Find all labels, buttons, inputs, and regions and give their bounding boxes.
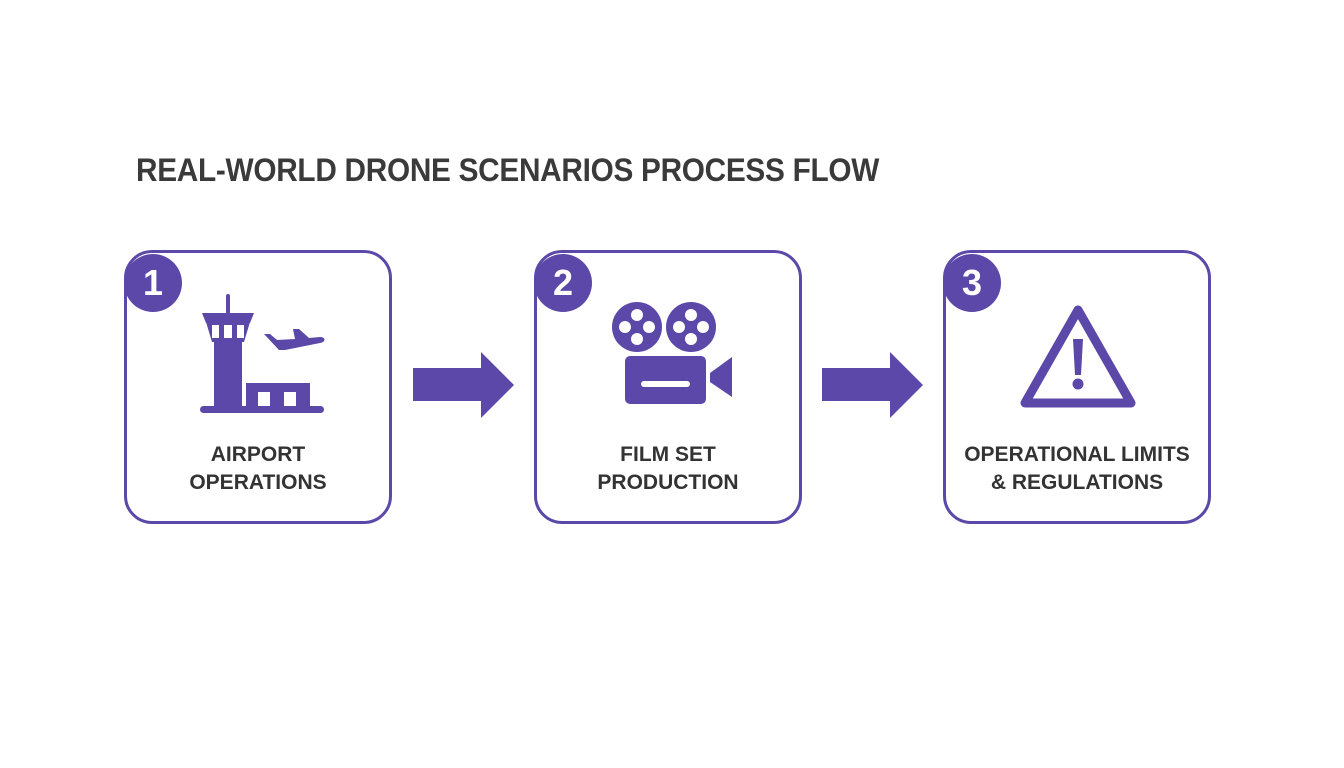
arrow-right-icon — [413, 352, 514, 418]
step-label: OPERATIONAL LIMITS & REGULATIONS — [964, 443, 1190, 494]
step-number-badge: 1 — [124, 254, 182, 312]
step-film-set-production: 2 FILM SET PRODUCTION — [534, 250, 802, 524]
step-operational-limits-regulations: 3 OPERATIONAL LIMITS & REGULATIONS — [943, 250, 1211, 524]
diagram-title: REAL-WORLD DRONE SCENARIOS PROCESS FLOW — [136, 152, 880, 188]
warning-triangle-icon — [1020, 305, 1136, 408]
arrow-right-icon — [822, 352, 923, 418]
step-number-badge: 2 — [534, 254, 592, 312]
step-number-badge: 3 — [943, 254, 1001, 312]
film-camera-icon — [612, 302, 732, 404]
step-label: FILM SET PRODUCTION — [597, 443, 739, 494]
step-airport-operations: 1 AIRPORT OPERATIONS — [124, 250, 392, 524]
airport-tower-icon — [200, 294, 325, 413]
step-label: AIRPORT OPERATIONS — [189, 443, 327, 494]
